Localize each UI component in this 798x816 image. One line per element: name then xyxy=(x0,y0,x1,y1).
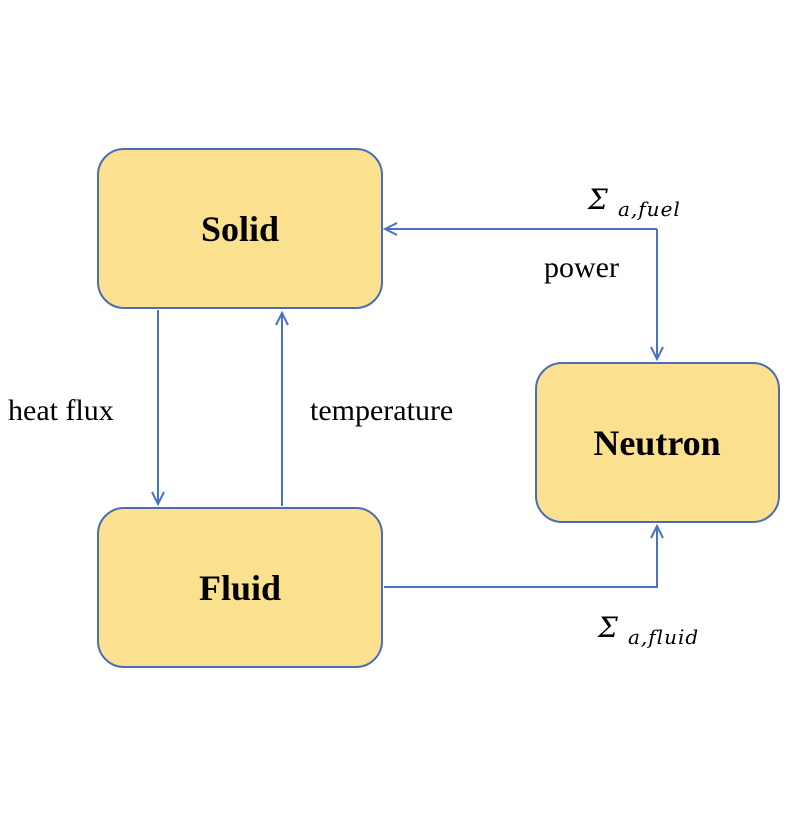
sigma-fluid-arrow xyxy=(384,523,664,588)
heat-flux-label: heat flux xyxy=(8,394,114,427)
neutron-node: Neutron xyxy=(535,362,780,523)
sigma-fluid-subscript: a,fluid xyxy=(628,625,699,649)
neutron-label: Neutron xyxy=(593,423,720,463)
power-label: power xyxy=(544,251,619,284)
temperature-label: temperature xyxy=(310,394,453,427)
sigma-fluid-symbol: Σ xyxy=(597,611,618,644)
sigma-fuel-symbol: Σ xyxy=(587,183,608,216)
fluid-node: Fluid xyxy=(97,507,383,668)
sigma-fuel-subscript: a,fuel xyxy=(618,197,681,221)
solid-label: Solid xyxy=(201,209,279,249)
solid-node: Solid xyxy=(97,148,383,309)
sigma-fuel-label: Σ a,fuel xyxy=(587,183,681,221)
sigma-fluid-label: Σ a,fluid xyxy=(597,611,699,649)
fluid-label: Fluid xyxy=(199,568,281,608)
